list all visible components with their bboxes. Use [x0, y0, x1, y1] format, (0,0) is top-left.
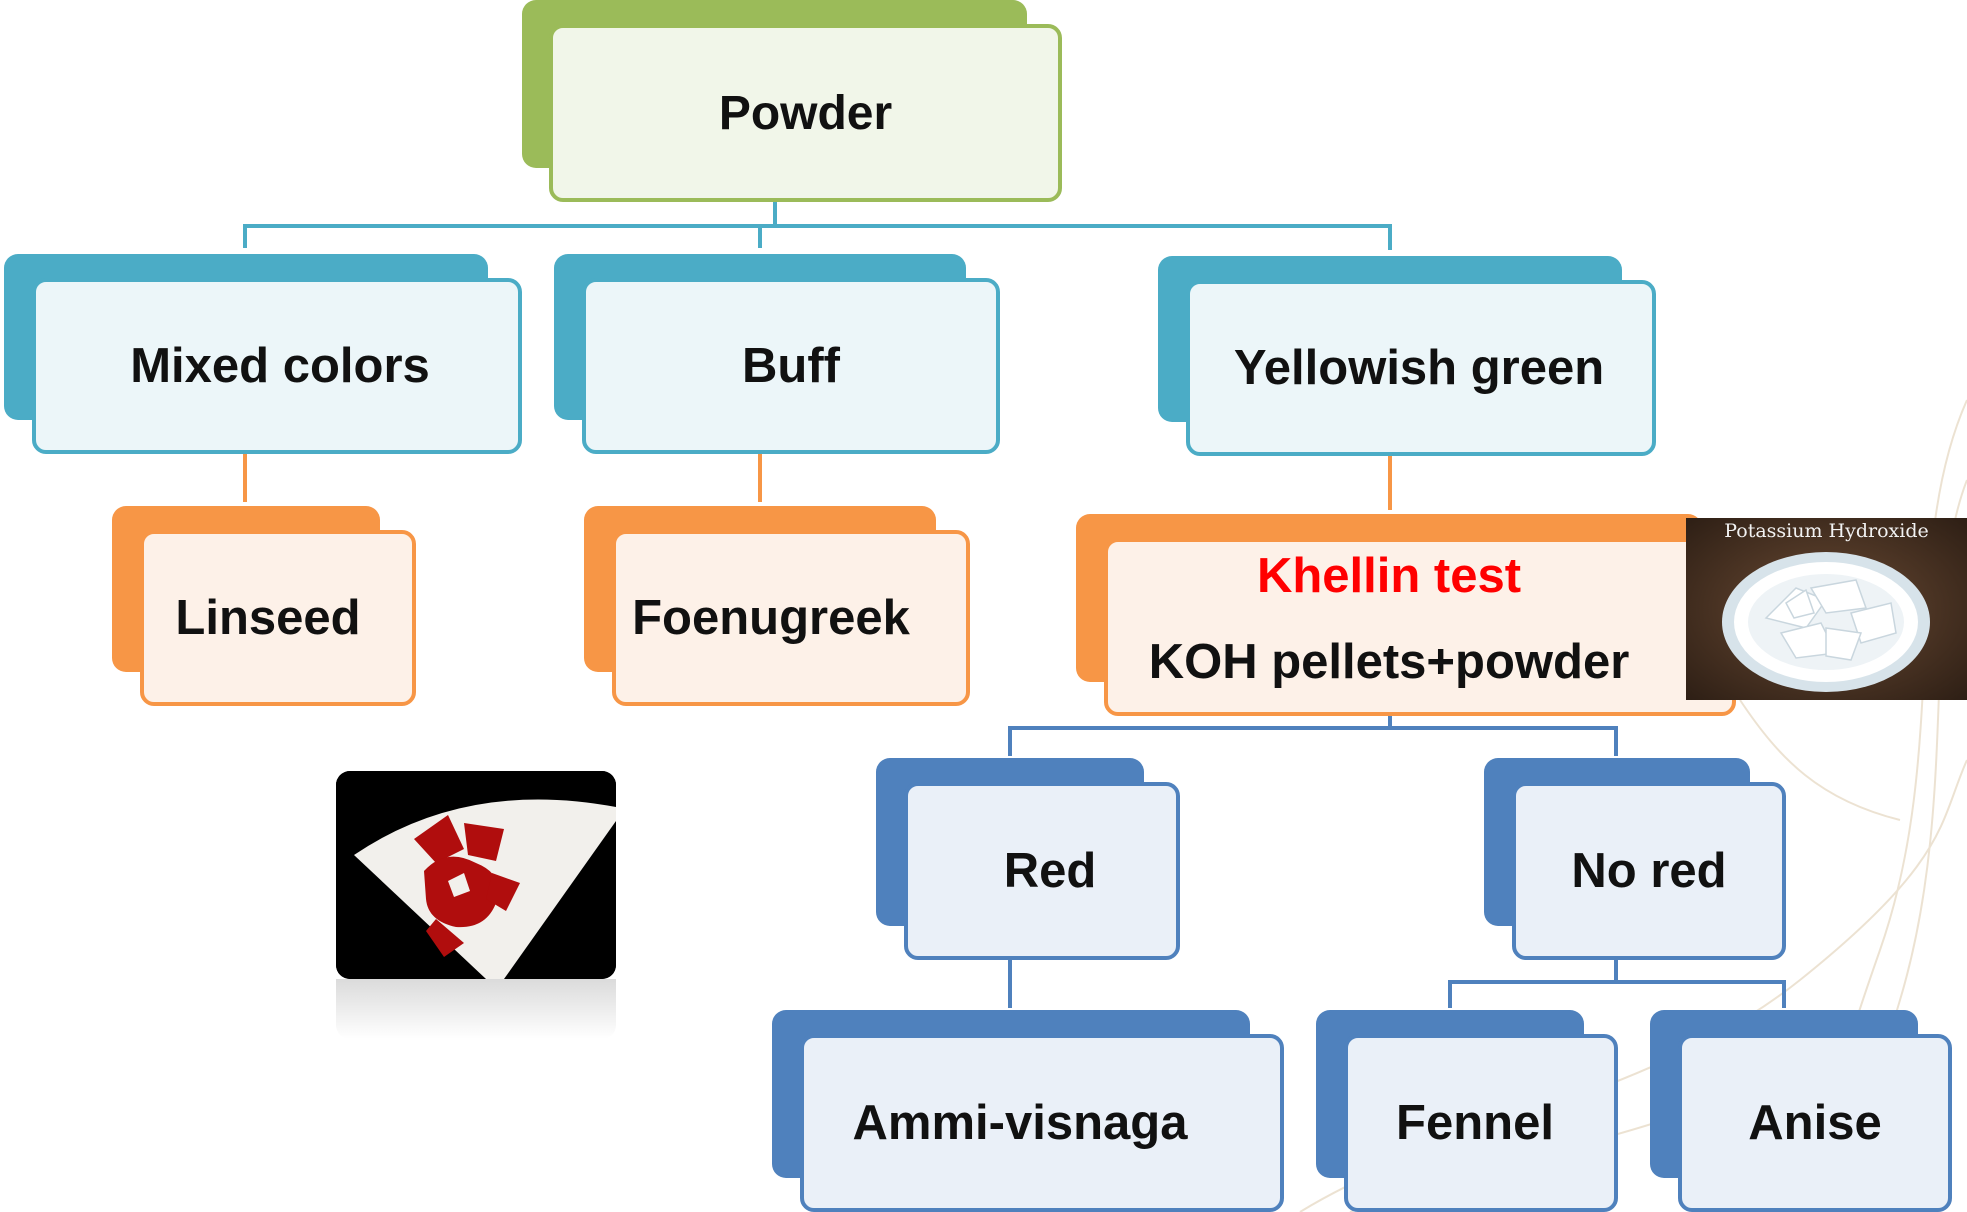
- node-label: Foenugreek: [632, 591, 910, 645]
- koh-pellets-bowl-icon: [1686, 518, 1967, 700]
- node-label: Ammi-visnaga: [852, 1096, 1188, 1150]
- node-no-red: No red: [1484, 758, 1786, 960]
- node-powder: Powder: [522, 0, 1062, 202]
- node-label: Linseed: [175, 591, 361, 645]
- node-label: Anise: [1748, 1096, 1882, 1150]
- khellin-subtitle: KOH pellets+powder: [1148, 635, 1630, 689]
- koh-photo: Potassium Hydroxide: [1686, 518, 1967, 700]
- node-label: No red: [1571, 844, 1727, 898]
- node-label: Fennel: [1396, 1096, 1554, 1150]
- connector-khellin-results: [1008, 716, 1618, 756]
- node-khellin-test: Khellin test KOH pellets+powder: [1076, 514, 1736, 716]
- khellin-title: Khellin test: [1256, 549, 1522, 603]
- connector-powder-branches: [243, 196, 1392, 250]
- node-linseed: Linseed: [112, 506, 416, 706]
- red-stain-filter-paper-icon: [336, 771, 616, 979]
- node-label: Buff: [742, 339, 840, 393]
- node-red: Red: [876, 758, 1180, 960]
- node-foenugreek: Foenugreek: [584, 506, 970, 706]
- connector-nored-fennel-anise: [1448, 958, 1786, 1008]
- node-label: Yellowish green: [1233, 341, 1605, 395]
- node-label: Red: [1003, 844, 1097, 898]
- koh-photo-caption: Potassium Hydroxide: [1724, 520, 1929, 542]
- test-result-photo: [336, 771, 616, 979]
- node-label: Mixed colors: [130, 339, 430, 393]
- node-fennel: Fennel: [1316, 1010, 1618, 1212]
- node-ammi-visnaga: Ammi-visnaga: [772, 1010, 1284, 1212]
- node-label: Powder: [718, 86, 893, 140]
- node-buff: Buff: [554, 254, 1000, 454]
- node-yellowish-green: Yellowish green: [1158, 256, 1656, 456]
- test-photo-reflection: [336, 979, 616, 1039]
- node-mixed-colors: Mixed colors: [4, 254, 522, 454]
- node-anise: Anise: [1650, 1010, 1952, 1212]
